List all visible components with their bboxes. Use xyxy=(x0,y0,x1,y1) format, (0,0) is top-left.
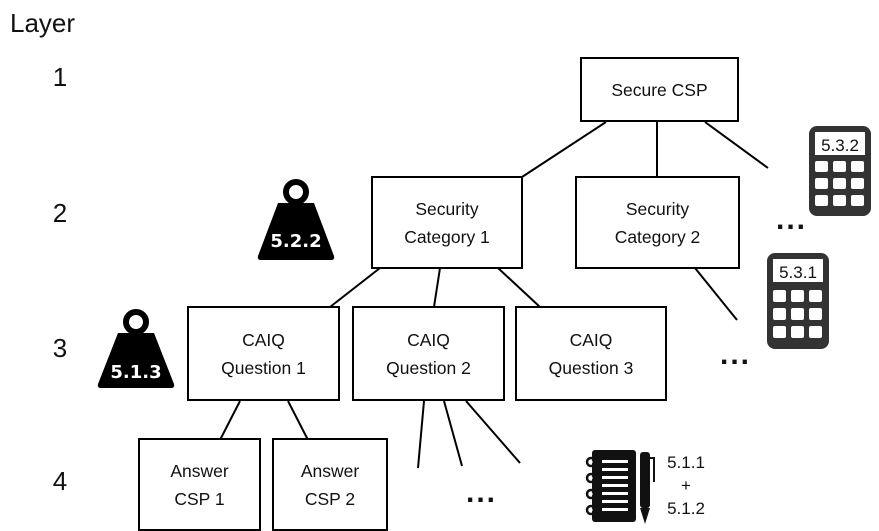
node-security-category-2: Security Category 2 xyxy=(575,176,740,269)
edge-q1-a1 xyxy=(219,400,241,441)
calculator-label-5-3-1: 5.3.1 xyxy=(779,263,817,282)
layer-number-4: 4 xyxy=(52,466,68,496)
note-line-3: 5.1.2 xyxy=(667,499,705,518)
weight-label-5-1-3: 5.1.3 xyxy=(110,362,161,383)
edge-cat1-q2 xyxy=(433,267,441,308)
node-caiq-question-3: CAIQ Question 3 xyxy=(515,306,667,401)
node-caiq-question-2: CAIQ Question 2 xyxy=(352,306,505,401)
node-security-category-1: Security Category 1 xyxy=(371,176,523,269)
edge-root-cat1 xyxy=(521,121,607,178)
layer-number-3: 3 xyxy=(52,333,68,363)
node-secure-csp: Secure CSP xyxy=(580,57,739,122)
edge-q2-more-2 xyxy=(443,400,463,467)
node-answer-csp-1: Answer CSP 1 xyxy=(138,438,261,531)
note-line-1: 5.1.1 xyxy=(667,453,705,472)
ellipsis-layer-4: ... xyxy=(466,476,498,509)
node-caiq-question-1: CAIQ Question 1 xyxy=(187,306,340,401)
weight-label-5-2-2: 5.2.2 xyxy=(270,231,321,252)
edge-q2-more-3 xyxy=(465,400,521,464)
edge-cat1-q1 xyxy=(329,267,381,308)
edge-cat2-more xyxy=(694,267,738,321)
calculator-label-5-3-2: 5.3.2 xyxy=(821,136,859,155)
note-reference: 5.1.1 + 5.1.2 xyxy=(656,451,716,520)
ellipsis-layer-2: ... xyxy=(776,203,808,236)
edge-root-more xyxy=(704,121,769,169)
ellipsis-layer-3: ... xyxy=(720,338,752,371)
edge-q2-more-1 xyxy=(417,400,425,469)
edge-cat1-q3 xyxy=(497,267,541,308)
node-answer-csp-2: Answer CSP 2 xyxy=(272,438,388,531)
layer-number-1: 1 xyxy=(52,62,68,92)
layer-number-2: 2 xyxy=(52,198,68,228)
layer-heading: Layer xyxy=(10,8,76,38)
edge-q1-a2 xyxy=(287,400,309,441)
note-line-2: + xyxy=(681,476,691,495)
